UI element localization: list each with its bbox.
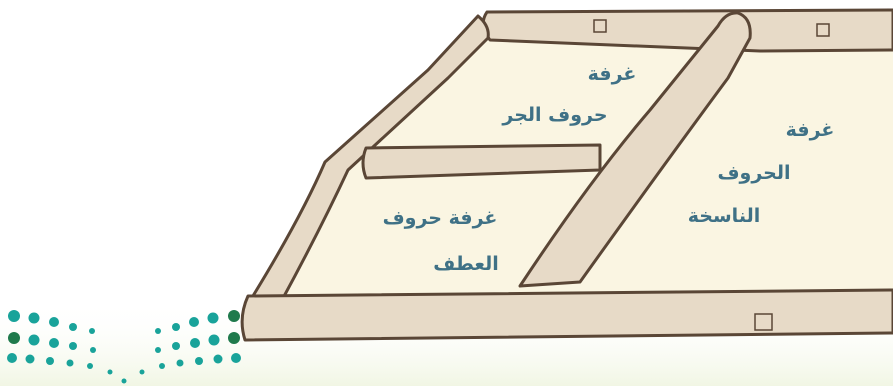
logo-dot	[89, 328, 95, 334]
logo-dot	[8, 332, 20, 344]
logo-dot	[172, 323, 180, 331]
logo-dot	[8, 310, 20, 322]
logo-dot	[155, 347, 161, 353]
room-jarr-label-1: غرفة	[588, 63, 637, 85]
logo-dot	[228, 332, 240, 344]
room-nasikha-label-2: الحروف	[717, 162, 790, 184]
logo-dot	[49, 317, 59, 327]
logo-dot	[140, 370, 145, 375]
room-jarr-label-2: حروف الجر	[501, 104, 607, 126]
logo-dot	[228, 310, 240, 322]
logo-dot	[177, 360, 184, 367]
room-nasikha-label-1: غرفة	[786, 119, 835, 141]
logo-dot	[108, 370, 113, 375]
logo-dot	[49, 338, 59, 348]
logo-dot	[231, 353, 241, 363]
logo-dot	[69, 342, 77, 350]
logo-dot	[67, 360, 74, 367]
logo-dot	[209, 335, 220, 346]
logo-dot	[29, 313, 40, 324]
logo-dot	[69, 323, 77, 331]
logo-dot	[7, 353, 17, 363]
logo-dot	[172, 342, 180, 350]
room-atf-label-1: غرفة حروف	[383, 207, 498, 229]
logo-dot	[122, 379, 127, 384]
logo-dot	[155, 328, 161, 334]
logo-dot	[214, 355, 223, 364]
logo-dot	[29, 335, 40, 346]
bottom-wall	[242, 290, 893, 340]
room-atf-label-2: العطف	[433, 253, 499, 275]
logo-dot	[159, 363, 165, 369]
logo-dot	[208, 313, 219, 324]
logo-dot	[189, 317, 199, 327]
logo-dot	[87, 363, 93, 369]
logo-dot	[26, 355, 35, 364]
room-nasikha-label-3: الناسخة	[688, 205, 760, 227]
logo-dot	[190, 338, 200, 348]
logo-dot	[195, 357, 203, 365]
logo-dot	[46, 357, 54, 365]
logo-dot	[90, 347, 96, 353]
